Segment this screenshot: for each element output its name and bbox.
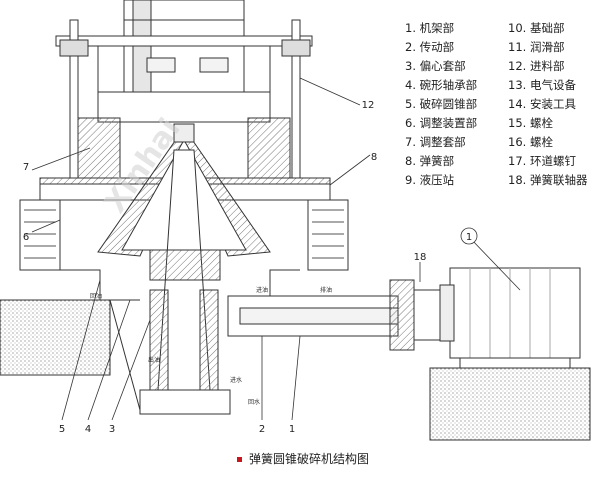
callout-3: 3 bbox=[109, 424, 115, 435]
label-oil-return: 回油 bbox=[90, 292, 102, 300]
leader-lines bbox=[31, 77, 521, 421]
callout-1: 1 bbox=[466, 232, 472, 243]
callout-5: 5 bbox=[59, 424, 65, 435]
callout-circle-1 bbox=[460, 227, 478, 245]
legend-item: 16. 螺栓 bbox=[508, 135, 553, 149]
label-drain: 出油 bbox=[148, 356, 160, 364]
legend-item: 14. 安装工具 bbox=[508, 97, 576, 111]
label-water-in: 进水 bbox=[230, 376, 242, 384]
label-oil-in: 进油 bbox=[256, 286, 268, 294]
legend-item: 18. 弹簧联轴器 bbox=[508, 173, 588, 187]
legend-item: 11. 润滑部 bbox=[508, 40, 565, 54]
legend-item: 4. 碗形轴承部 bbox=[405, 78, 478, 92]
legend-item: 15. 螺栓 bbox=[508, 116, 553, 130]
legend-item: 3. 偏心套部 bbox=[405, 59, 466, 73]
spring-assemblies bbox=[19, 199, 349, 271]
main-frame bbox=[0, 269, 300, 411]
callout-6: 6 bbox=[23, 232, 29, 243]
main-shaft bbox=[139, 149, 231, 415]
label-water-return: 回水 bbox=[248, 398, 260, 406]
drive-shaft bbox=[227, 279, 445, 351]
legend-item: 9. 液压站 bbox=[405, 173, 455, 187]
label-oil-out: 排油 bbox=[320, 286, 332, 294]
callout-7: 7 bbox=[23, 162, 29, 173]
legend-item: 5. 破碎圆锥部 bbox=[405, 97, 478, 111]
tie-rods bbox=[55, 19, 313, 193]
callout-4: 4 bbox=[85, 424, 91, 435]
legend-item: 1. 机架部 bbox=[405, 21, 455, 35]
caption-text: 弹簧圆锥破碎机结构图 bbox=[248, 452, 369, 466]
legend-item: 7. 调整套部 bbox=[405, 135, 466, 149]
legend-item: 13. 电气设备 bbox=[508, 78, 576, 92]
callout-labels: 1 1 2 3 4 5 6 7 8 12 18 bbox=[23, 100, 478, 435]
callout-1-bottom: 1 bbox=[289, 424, 295, 435]
pipe-labels: 回油 进油 排油 进水 回水 出油 bbox=[90, 286, 332, 406]
figure-caption: 弹簧圆锥破碎机结构图 bbox=[0, 450, 606, 467]
callout-12: 12 bbox=[362, 100, 375, 111]
motor bbox=[429, 267, 591, 441]
legend-item: 2. 传动部 bbox=[405, 40, 455, 54]
legend-item: 6. 调整装置部 bbox=[405, 116, 478, 130]
legend-item: 12. 进料部 bbox=[508, 59, 565, 73]
caption-marker-icon bbox=[236, 457, 242, 462]
callout-8: 8 bbox=[371, 152, 377, 163]
legend-item: 17. 环道螺钉 bbox=[508, 154, 576, 168]
legend-item: 10. 基础部 bbox=[508, 21, 565, 35]
callout-18: 18 bbox=[414, 252, 427, 263]
legend-item: 8. 弹簧部 bbox=[405, 154, 455, 168]
callout-2: 2 bbox=[259, 424, 265, 435]
